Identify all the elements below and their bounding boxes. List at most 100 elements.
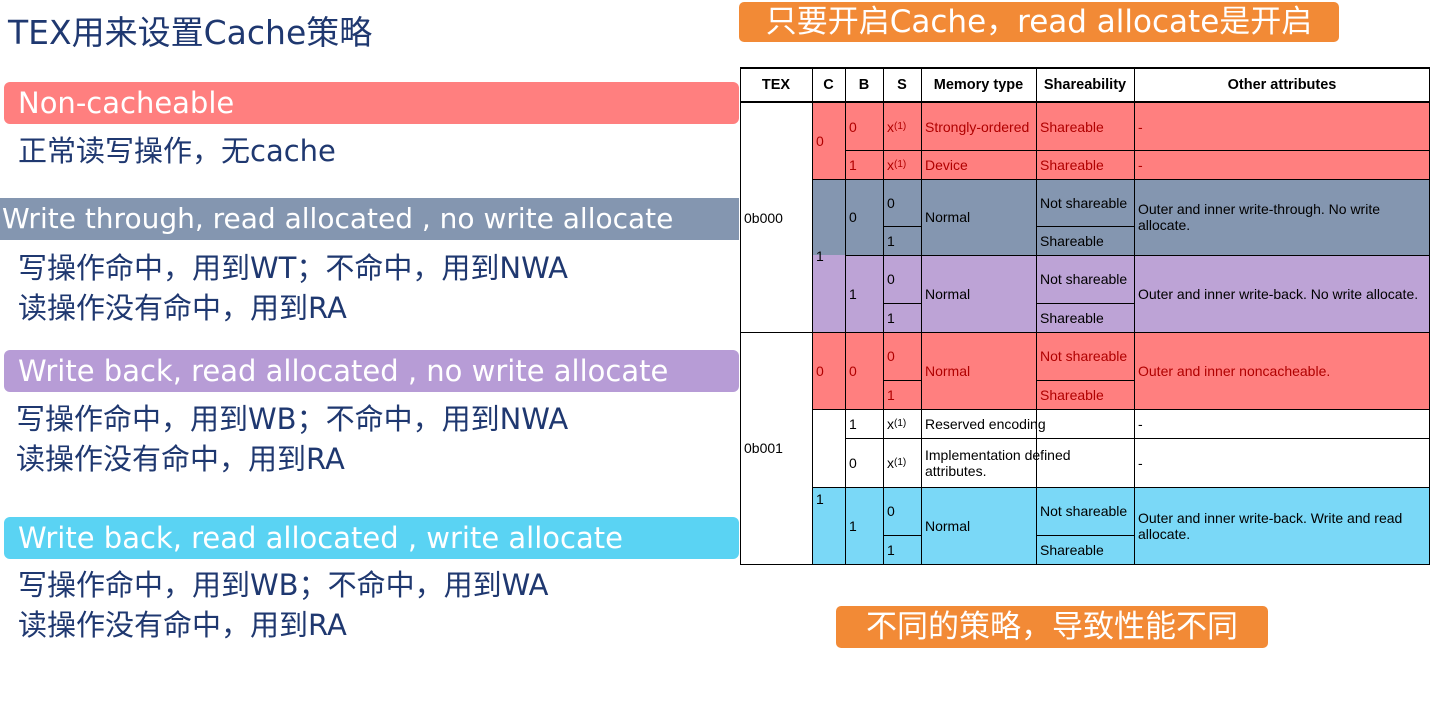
policy-non-cacheable-desc: 正常读写操作，无cache <box>18 131 336 171</box>
shareability-cell: Shareable <box>1036 103 1134 150</box>
header-other-attributes: Other attributes <box>1227 77 1337 93</box>
row-rule <box>845 179 1430 180</box>
row-divider <box>883 303 921 304</box>
other-attributes-cell: - <box>1134 103 1430 150</box>
desc-line: 正常读写操作，无cache <box>18 134 336 168</box>
row-divider <box>883 380 921 381</box>
policy-write-back-wa-label: Write back, read allocated , write alloc… <box>4 517 739 559</box>
header-b: B <box>858 77 870 93</box>
header-shareability: Shareability <box>1043 77 1127 93</box>
row-divider <box>1036 226 1134 227</box>
column-rule <box>812 67 813 564</box>
column-rule <box>1429 67 1430 564</box>
memory-type-cell: Normal <box>921 179 1036 255</box>
row-rule <box>845 409 1430 410</box>
row-rule <box>812 487 845 488</box>
s-value-cell: x(1) <box>883 150 921 179</box>
s-value-cell: x(1) <box>883 103 921 150</box>
row-divider <box>883 226 921 227</box>
tex-value-cell: 0b000 <box>744 209 783 226</box>
header-rule <box>740 101 1430 103</box>
policy-write-back-nwa-label: Write back, read allocated , no write al… <box>4 350 739 392</box>
s-value-cell: x(1) <box>887 415 907 432</box>
s-value-cell: 1 <box>883 535 921 564</box>
table-top-rule <box>740 67 1430 69</box>
header-tex: TEX <box>761 77 791 93</box>
row-divider <box>883 535 921 536</box>
shareability-cell: Shareable <box>1036 535 1134 564</box>
s-value-cell: 0 <box>883 332 921 380</box>
row-divider <box>1036 380 1134 381</box>
table-bottom-rule <box>740 564 1430 565</box>
shareability-cell: Shareable <box>1036 303 1134 332</box>
row-rule <box>845 150 1430 151</box>
row-rule <box>845 487 1430 488</box>
b-value-cell: 1 <box>845 487 883 564</box>
b-value-cell: 1 <box>849 415 857 432</box>
c-value-cell <box>812 409 845 487</box>
other-attributes-cell: - <box>1138 454 1143 471</box>
memory-type-cell: Normal <box>921 255 1036 332</box>
c-value-cell: 0 <box>812 332 845 409</box>
other-attributes-cell: - <box>1138 415 1143 432</box>
policy-write-back-nwa-desc: 写操作命中，用到WB；不命中，用到NWA 读操作没有命中，用到RA <box>16 399 568 479</box>
row-rule <box>812 409 845 410</box>
memory-type-cell: Normal <box>921 487 1036 564</box>
b-value-cell: 1 <box>845 255 883 332</box>
column-rule <box>1036 67 1037 564</box>
shareability-cell: Not shareable <box>1036 179 1134 226</box>
shareability-cell: Not shareable <box>1036 487 1134 535</box>
row-divider <box>1036 535 1134 536</box>
b-value-cell: 0 <box>845 179 883 255</box>
header-s: S <box>897 77 907 93</box>
row-rule <box>812 332 845 333</box>
desc-line: 读操作没有命中，用到RA <box>16 442 345 476</box>
policy-non-cacheable-label: Non-cacheable <box>4 82 739 124</box>
tex-value-cell: 0b001 <box>744 440 783 456</box>
row-rule <box>845 438 1430 439</box>
header-memory-type: Memory type <box>933 77 1024 93</box>
desc-line: 写操作命中，用到WB；不命中，用到NWA <box>16 402 569 436</box>
row-divider <box>1036 303 1134 304</box>
desc-line: 写操作命中，用到WT；不命中，用到NWA <box>18 251 569 285</box>
c-cell-fill <box>812 255 845 332</box>
shareability-cell: Not shareable <box>1036 332 1134 380</box>
shareability-cell: Shareable <box>1036 226 1134 255</box>
c-value-cell: 1 <box>816 247 824 264</box>
row-rule <box>812 179 845 180</box>
page-title: TEX用来设置Cache策略 <box>8 13 373 52</box>
shareability-cell: Shareable <box>1036 380 1134 409</box>
memory-type-cell: Reserved encoding <box>925 415 1046 432</box>
policy-write-back-wa-desc: 写操作命中，用到WB；不命中，用到WA 读操作没有命中，用到RA <box>18 565 549 645</box>
memory-type-cell: Implementation defined attributes. <box>925 446 1071 479</box>
policy-write-through-desc: 写操作命中，用到WT；不命中，用到NWA 读操作没有命中，用到RA <box>18 248 568 328</box>
b-value-cell: 0 <box>849 454 857 471</box>
s-value-cell: 0 <box>883 255 921 303</box>
desc-line: 读操作没有命中，用到RA <box>18 608 347 642</box>
s-value-cell: 1 <box>883 380 921 409</box>
s-value-cell: x(1) <box>887 454 907 471</box>
c-value-cell: 0 <box>812 103 845 179</box>
row-rule <box>845 255 1430 256</box>
b-value-cell: 0 <box>845 332 883 409</box>
row-rule <box>845 332 1430 333</box>
memory-type-cell: Strongly-ordered <box>921 103 1036 150</box>
c-value-cell: 1 <box>812 487 845 564</box>
callout-read-allocate: 只要开启Cache，read allocate是开启 <box>739 2 1339 42</box>
column-rule <box>845 67 846 564</box>
column-rule <box>1134 67 1135 564</box>
s-value-cell: 0 <box>883 487 921 535</box>
desc-line: 写操作命中，用到WB；不命中，用到WA <box>18 568 549 602</box>
other-attributes-cell: Outer and inner noncacheable. <box>1134 332 1430 409</box>
shareability-cell: Shareable <box>1036 150 1134 179</box>
shareability-cell: Not shareable <box>1036 255 1134 303</box>
column-rule <box>740 67 741 564</box>
callout-performance: 不同的策略，导致性能不同 <box>836 606 1268 648</box>
b-value-cell: 1 <box>845 150 883 179</box>
header-c: C <box>823 77 834 93</box>
row-rule <box>740 332 812 333</box>
other-attributes-cell: Outer and inner write-back. No write all… <box>1134 255 1430 332</box>
b-value-cell: 0 <box>845 103 883 150</box>
column-rule <box>921 67 922 564</box>
